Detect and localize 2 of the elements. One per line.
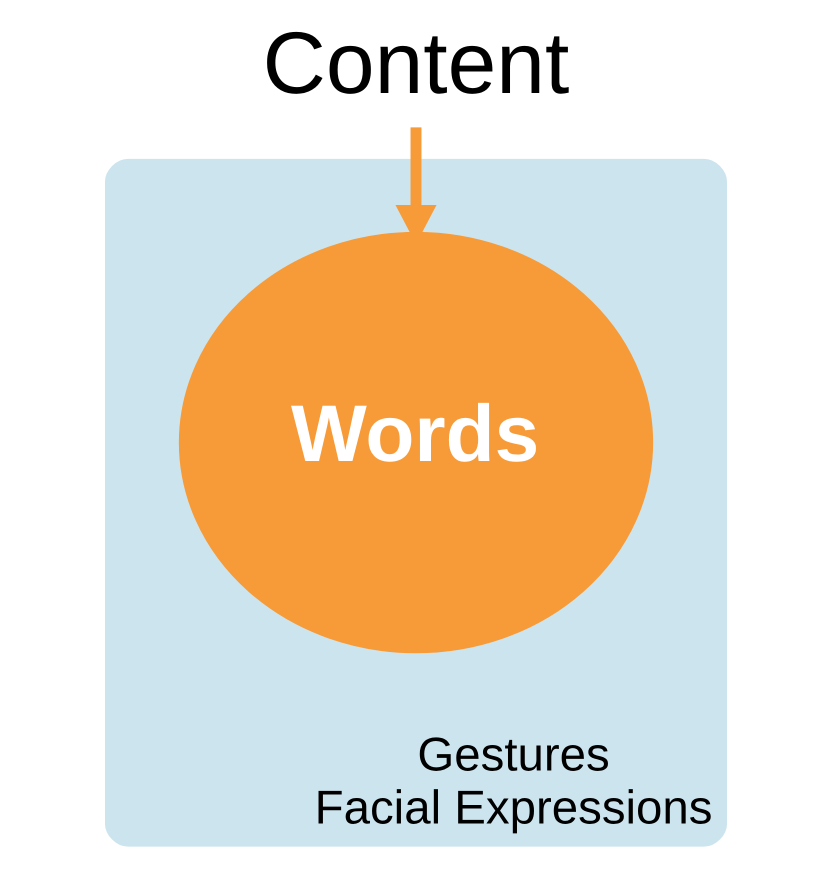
node-ellipse: Words [178,232,653,654]
node-text: Content [262,14,569,112]
